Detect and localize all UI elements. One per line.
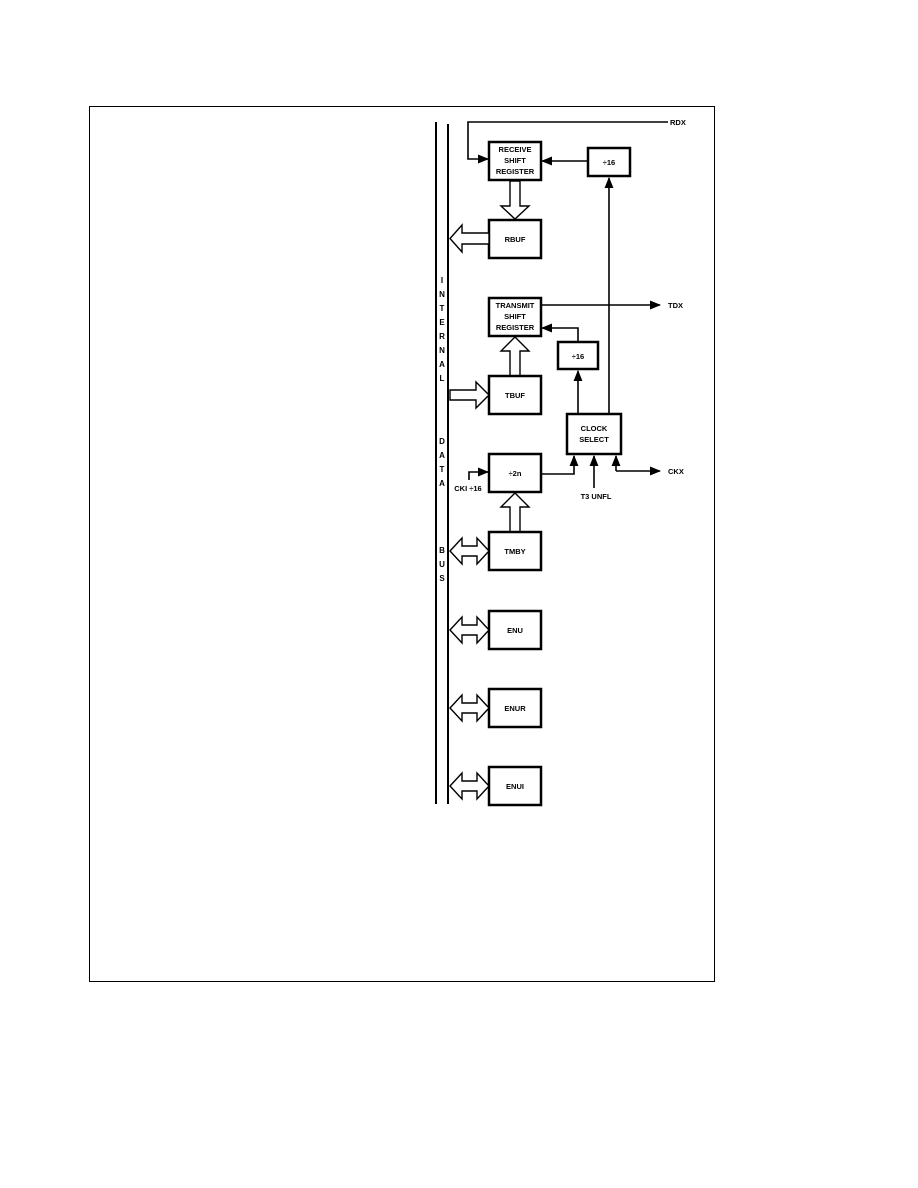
enui-register: ENUI xyxy=(487,765,543,807)
svg-text:TRANSMIT: TRANSMIT xyxy=(496,301,535,310)
ckx-label: CKX xyxy=(668,467,684,476)
div2n-to-clock-wire xyxy=(542,454,579,475)
tx-clock-wire xyxy=(540,323,579,341)
divide-by-2n: ÷2n xyxy=(487,452,543,494)
t3-unfl-label: T3 UNFL xyxy=(581,492,612,501)
rbuf-to-bus-arrow xyxy=(449,223,490,254)
svg-text:TMBY: TMBY xyxy=(504,547,525,556)
svg-text:S: S xyxy=(439,574,445,583)
svg-text:D: D xyxy=(439,437,445,446)
enur-register: ENUR xyxy=(487,687,543,729)
svg-text:RECEIVE: RECEIVE xyxy=(499,145,532,154)
svg-text:SHIFT: SHIFT xyxy=(504,156,526,165)
svg-text:A: A xyxy=(439,360,445,369)
svg-text:A: A xyxy=(439,451,445,460)
svg-text:SHIFT: SHIFT xyxy=(504,312,526,321)
svg-text:T: T xyxy=(440,465,445,474)
svg-text:N: N xyxy=(439,346,445,355)
svg-text:E: E xyxy=(439,318,445,327)
internal-data-bus: I N T E R N A L D A T A B U S xyxy=(435,122,449,804)
svg-text:ENU: ENU xyxy=(507,626,523,635)
enur-bus-arrow xyxy=(449,693,490,723)
cki-16-label: CKI ÷16 xyxy=(454,484,481,493)
enu-bus-arrow xyxy=(449,615,490,645)
clock-select: CLOCK SELECT xyxy=(565,412,623,456)
svg-text:R: R xyxy=(439,332,445,341)
rx-divide-by-16: ÷16 xyxy=(586,146,632,178)
svg-text:U: U xyxy=(439,560,445,569)
svg-text:÷16: ÷16 xyxy=(603,158,615,167)
figure-frame xyxy=(89,106,715,982)
tdx-wire: TDX xyxy=(542,300,683,310)
svg-text:I: I xyxy=(441,276,443,285)
tdx-label: TDX xyxy=(668,301,683,310)
rbuf: RBUF xyxy=(487,218,543,260)
tbuf-to-tsr-arrow xyxy=(499,336,531,377)
tbuf: TBUF xyxy=(487,374,543,416)
tmby-to-div2n-arrow xyxy=(499,492,531,533)
svg-text:÷2n: ÷2n xyxy=(509,469,522,478)
rdx-label: RDX xyxy=(670,118,686,127)
cki-wire xyxy=(468,467,490,480)
svg-text:÷16: ÷16 xyxy=(572,352,584,361)
svg-text:ENUI: ENUI xyxy=(506,782,524,791)
enu-register: ENU xyxy=(487,609,543,651)
svg-text:TBUF: TBUF xyxy=(505,391,525,400)
svg-text:REGISTER: REGISTER xyxy=(496,167,535,176)
svg-text:T: T xyxy=(440,304,445,313)
svg-text:CLOCK: CLOCK xyxy=(581,424,608,433)
svg-text:B: B xyxy=(439,546,445,555)
rsr-to-rbuf-arrow xyxy=(499,180,531,220)
svg-text:A: A xyxy=(439,479,445,488)
enui-bus-arrow xyxy=(449,771,490,801)
svg-text:REGISTER: REGISTER xyxy=(496,323,535,332)
receive-shift-register: RECEIVE SHIFT REGISTER xyxy=(487,140,543,182)
bus-to-tbuf-arrow xyxy=(449,380,490,410)
tx-divide-by-16: ÷16 xyxy=(556,340,600,371)
transmit-shift-register: TRANSMIT SHIFT REGISTER xyxy=(487,296,543,338)
rdx-wire: RDX xyxy=(467,118,686,164)
tmby-bus-arrow xyxy=(449,536,490,566)
svg-text:ENUR: ENUR xyxy=(504,704,526,713)
svg-text:SELECT: SELECT xyxy=(579,435,609,444)
bus-label: I N T E R N A L D A T A B U S xyxy=(439,276,445,583)
svg-text:RBUF: RBUF xyxy=(505,235,526,244)
svg-text:N: N xyxy=(439,290,445,299)
tmby-register: TMBY xyxy=(487,530,543,572)
svg-text:L: L xyxy=(440,374,445,383)
ckx-wire: CKX xyxy=(611,454,684,476)
